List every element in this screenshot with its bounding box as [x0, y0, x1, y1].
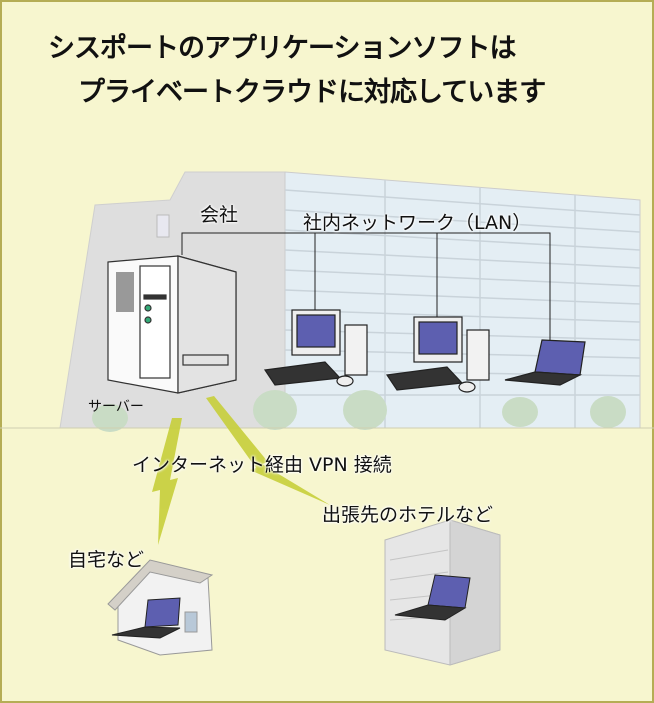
- hotel-label: 出張先のホテルなど: [322, 504, 494, 526]
- desktop-pc-icon: [385, 316, 490, 393]
- home-label: 自宅など: [68, 549, 145, 571]
- desktop-pc-icon: [263, 309, 368, 387]
- home-house-icon: [107, 559, 214, 656]
- company-label: 会社: [200, 204, 239, 226]
- lan-label: 社内ネットワーク（LAN）: [303, 212, 532, 234]
- server-label: サーバー: [88, 399, 144, 415]
- hotel-building-icon: [384, 519, 501, 666]
- laptop-icon: [504, 339, 586, 386]
- server-icon: [107, 255, 237, 394]
- vpn-label: インターネット経由 VPN 接続: [132, 454, 392, 476]
- vpn-lightning-icon: [152, 396, 330, 545]
- title-line-2: プライベートクラウドに対応しています: [78, 77, 546, 108]
- lan-lines: [181, 232, 551, 340]
- title-line-1: シスポートのアプリケーションソフトは: [48, 33, 516, 64]
